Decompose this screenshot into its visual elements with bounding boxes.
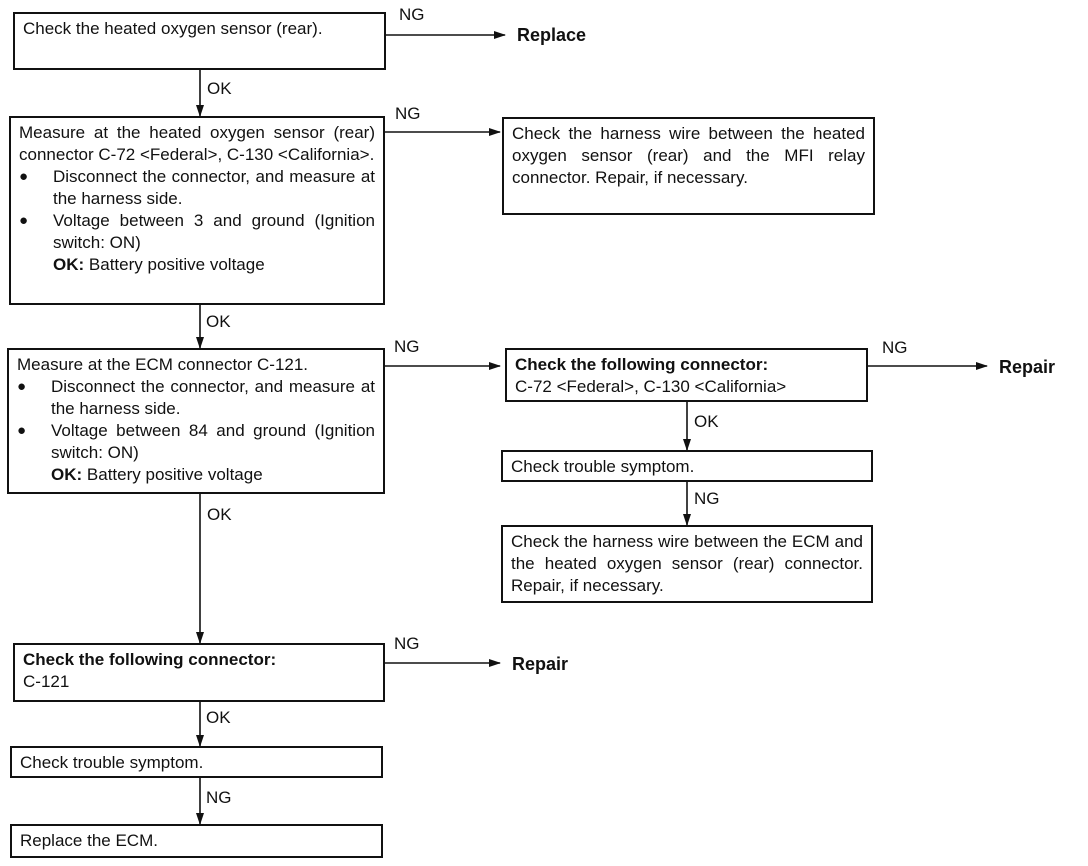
step-check-harness-ecm-sensor: Check the harness wire between the ECM a… bbox=[501, 525, 873, 603]
ok-label: OK bbox=[206, 708, 231, 727]
bullet-icon: ● bbox=[17, 378, 27, 395]
step-check-trouble-symptom-right: Check trouble symptom. bbox=[501, 450, 873, 482]
ng-label: NG bbox=[882, 338, 908, 357]
step-text: C-121 bbox=[23, 672, 70, 691]
outcome-repair-bottom: Repair bbox=[512, 654, 569, 674]
step-text: C-72 <Federal>, C-130 <California> bbox=[515, 377, 787, 396]
step-text: Check the harness wire between the ECM a… bbox=[511, 532, 863, 595]
ok-label: OK bbox=[206, 312, 231, 331]
bullet-text: Voltage between 3 and ground (Ignition s… bbox=[53, 211, 375, 252]
step-measure-sensor-connector: Measure at the heated oxygen sensor (rea… bbox=[9, 116, 385, 305]
step-text: Check trouble symptom. bbox=[511, 457, 695, 476]
ng-label: NG bbox=[694, 489, 720, 508]
step-check-connector-c121: Check the following connector: C-121 bbox=[13, 643, 385, 702]
outcome-repair-top: Repair bbox=[999, 357, 1056, 377]
ok-criterion-label: OK: bbox=[51, 465, 83, 484]
ng-label: NG bbox=[206, 788, 232, 807]
ok-criterion-label: OK: bbox=[53, 255, 85, 274]
bullet-text: Disconnect the connector, and measure at… bbox=[53, 167, 375, 208]
bullet-icon: ● bbox=[19, 168, 29, 185]
bullet-item: ● Voltage between 84 and ground (Ignitio… bbox=[17, 420, 375, 464]
ng-label: NG bbox=[394, 634, 420, 653]
step-check-connector-c72-c130: Check the following connector: C-72 <Fed… bbox=[505, 348, 868, 402]
step-text: Check the harness wire between the heate… bbox=[512, 124, 865, 187]
step-measure-ecm-connector: Measure at the ECM connector C-121. ● Di… bbox=[7, 348, 385, 494]
bullet-item: ● Disconnect the connector, and measure … bbox=[17, 376, 375, 420]
step-check-heated-oxygen-sensor: Check the heated oxygen sensor (rear). bbox=[13, 12, 386, 70]
ok-label: OK bbox=[207, 79, 232, 98]
bullet-text: Voltage between 84 and ground (Ignition … bbox=[51, 421, 375, 462]
bullet-text: Disconnect the connector, and measure at… bbox=[51, 377, 375, 418]
step-title: Check the following connector: bbox=[23, 650, 277, 669]
step-text: Check the heated oxygen sensor (rear). bbox=[23, 19, 323, 38]
step-check-harness-mfi-relay: Check the harness wire between the heate… bbox=[502, 117, 875, 215]
bullet-icon: ● bbox=[19, 212, 29, 229]
ok-label: OK bbox=[694, 412, 719, 431]
step-text: Replace the ECM. bbox=[20, 831, 158, 850]
step-text: Check trouble symptom. bbox=[20, 753, 204, 772]
step-check-trouble-symptom-left: Check trouble symptom. bbox=[10, 746, 383, 778]
step-replace-ecm: Replace the ECM. bbox=[10, 824, 383, 858]
ok-criterion: OK: Battery positive voltage bbox=[19, 254, 375, 276]
bullet-icon: ● bbox=[17, 422, 27, 439]
ok-label: OK bbox=[207, 505, 232, 524]
ng-label: NG bbox=[399, 5, 425, 24]
ok-criterion-text: Battery positive voltage bbox=[86, 465, 263, 484]
bullet-item: ● Voltage between 3 and ground (Ignition… bbox=[19, 210, 375, 254]
outcome-replace: Replace bbox=[517, 25, 587, 45]
ok-criterion-text: Battery positive voltage bbox=[88, 255, 265, 274]
step-intro: Measure at the ECM connector C-121. bbox=[17, 355, 309, 374]
bullet-item: ● Disconnect the connector, and measure … bbox=[19, 166, 375, 210]
ng-label: NG bbox=[394, 337, 420, 356]
step-title: Check the following connector: bbox=[515, 355, 769, 374]
step-intro: Measure at the heated oxygen sensor (rea… bbox=[19, 123, 375, 164]
ok-criterion: OK: Battery positive voltage bbox=[17, 464, 375, 486]
ng-label: NG bbox=[395, 104, 421, 123]
